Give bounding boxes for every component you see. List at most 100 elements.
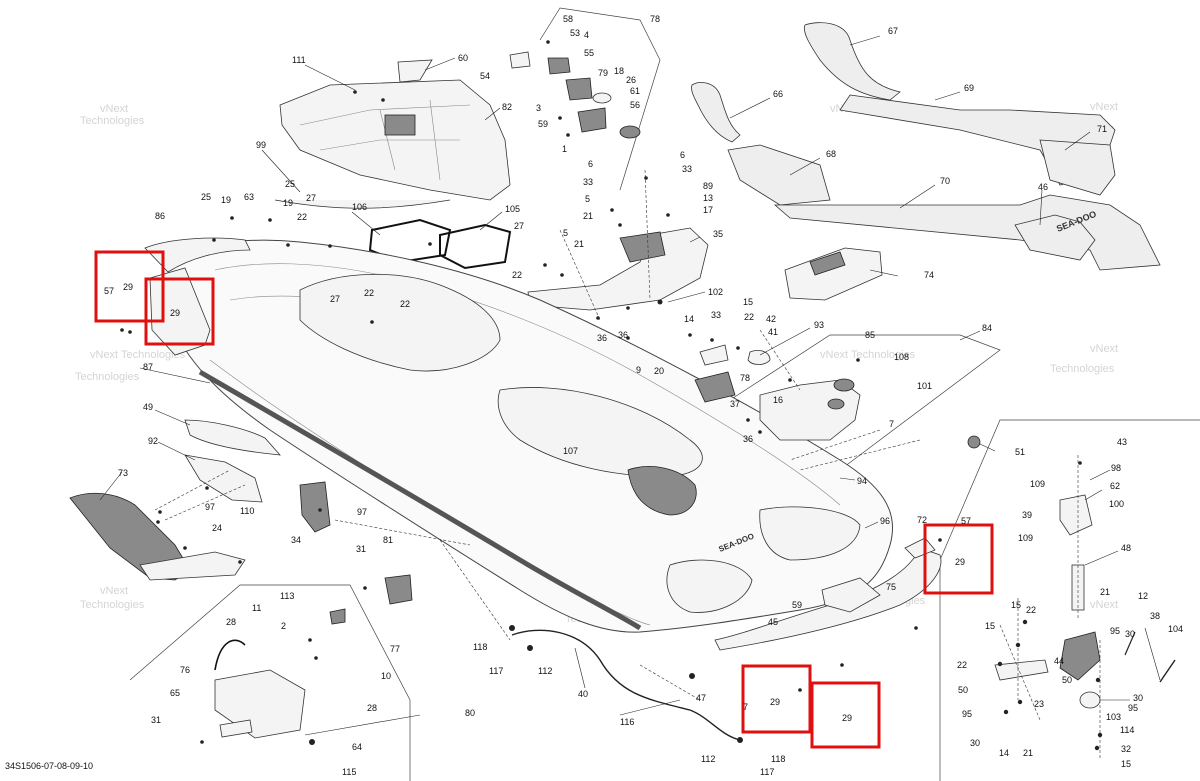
fastener <box>158 510 162 514</box>
callout-label: 117 <box>760 767 774 777</box>
leader-line <box>154 409 191 426</box>
fastener <box>318 508 322 512</box>
watermark: Technologies <box>75 371 140 383</box>
callout-label: 80 <box>465 708 475 718</box>
watermark: Technologies <box>80 115 145 127</box>
callout-label: 22 <box>512 270 522 280</box>
callout-label: 95 <box>962 709 972 719</box>
fastener <box>381 98 385 102</box>
callout-label: 28 <box>367 703 377 713</box>
fastener <box>566 133 570 137</box>
handle-76-bail <box>214 639 246 671</box>
fastener <box>1015 642 1021 648</box>
part-78-lower <box>694 371 736 403</box>
leader-line <box>261 149 301 193</box>
part-42 <box>699 344 729 366</box>
watermark: vNext Technologies <box>90 349 186 361</box>
callout-label: 97 <box>205 502 215 512</box>
leader-line <box>619 699 681 716</box>
leader-line <box>424 57 456 71</box>
handle-76 <box>214 669 306 739</box>
callout-label: 62 <box>1110 481 1120 491</box>
callout-label: 36 <box>743 434 753 444</box>
storage-cover <box>694 344 981 449</box>
callout-label: 106 <box>352 202 367 212</box>
callout-label: 95 <box>1110 626 1120 636</box>
fastener <box>128 330 132 334</box>
leader-line <box>959 330 981 341</box>
fastener <box>938 538 942 542</box>
fastener <box>1097 732 1103 738</box>
mat-70 <box>773 194 1161 271</box>
callout-label: 63 <box>244 192 254 202</box>
leader-line <box>351 211 381 236</box>
leader-line <box>899 184 936 209</box>
callout-label: 19 <box>221 195 231 205</box>
fastener <box>610 208 614 212</box>
leader-line <box>789 157 821 176</box>
callout-label: 40 <box>578 689 588 699</box>
fastener <box>1017 699 1023 705</box>
fastener <box>527 645 533 651</box>
callout-label: 7 <box>889 419 894 429</box>
callout-label: 46 <box>1038 182 1048 192</box>
part-79 <box>565 77 593 101</box>
fastener <box>328 244 332 248</box>
callout-label: 21 <box>574 239 584 249</box>
fastener <box>156 520 160 524</box>
fastener <box>840 663 844 667</box>
leader-lines <box>99 35 1161 736</box>
fastener <box>543 263 547 267</box>
callout-label: 16 <box>773 395 783 405</box>
highlight-box <box>810 681 881 749</box>
frame-78 <box>539 7 661 191</box>
callout-label: 30 <box>970 738 980 748</box>
rear-recess <box>666 559 753 613</box>
callout-label: 107 <box>563 446 578 456</box>
callout-label: 34 <box>291 535 301 545</box>
callout-label: 101 <box>917 381 932 391</box>
seal-99 <box>274 199 451 209</box>
trim-86 <box>144 237 251 273</box>
fastener <box>1078 461 1082 465</box>
fastener <box>120 328 124 332</box>
callout-label: 54 <box>480 71 490 81</box>
callout-label: 22 <box>297 212 307 222</box>
callout-label: 22 <box>957 660 967 670</box>
leader-line <box>759 327 811 356</box>
highlight-box <box>923 523 994 595</box>
callout-label: 29 <box>955 557 965 567</box>
dash-line <box>999 624 1041 721</box>
fastener <box>558 116 562 120</box>
fastener <box>308 638 312 642</box>
fastener <box>286 243 290 247</box>
callout-label: 36 <box>618 330 628 340</box>
leader-line <box>864 521 879 529</box>
leader-line <box>99 471 123 501</box>
callout-label: 82 <box>502 102 512 112</box>
fastener <box>1022 619 1028 625</box>
callout-label: 17 <box>703 205 713 215</box>
callout-label: 71 <box>1097 124 1107 134</box>
frame-43 <box>939 419 1200 561</box>
leader-line <box>869 269 899 277</box>
bracket-34 <box>299 481 331 533</box>
fastener <box>230 216 234 220</box>
mat-46 <box>1014 214 1096 261</box>
part-54 <box>509 51 531 69</box>
fastener <box>746 418 750 422</box>
fastener <box>856 358 860 362</box>
leader-line <box>484 107 501 121</box>
callout-label: 6 <box>588 159 593 169</box>
callout-label: 114 <box>1120 725 1134 735</box>
callout-label: 43 <box>1117 437 1127 447</box>
steering-assembly <box>994 494 1176 709</box>
callout-label: 3 <box>536 103 541 113</box>
dash-line <box>334 519 471 546</box>
callout-label: 28 <box>226 617 236 627</box>
grate-92 <box>184 454 263 503</box>
frame-80 <box>129 584 411 781</box>
watermark: vNext Technologies <box>820 349 916 361</box>
fastener <box>798 688 802 692</box>
